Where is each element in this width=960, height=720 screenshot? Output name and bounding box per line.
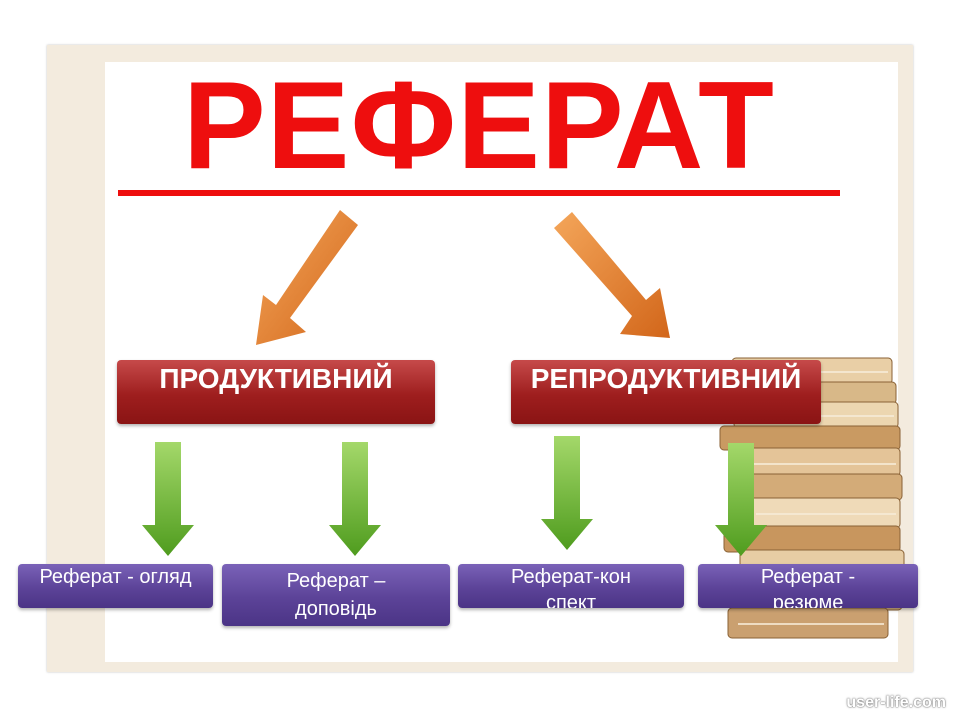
title-underline [118, 190, 840, 196]
subtype-summary: Реферат - резюме [698, 564, 918, 608]
category-label: ПРОДУКТИВНИЙ [159, 363, 393, 394]
subtype-label: Реферат - огляд [39, 566, 192, 588]
arrow-down-3-icon [541, 436, 593, 550]
subtype-synopsis: Реферат-конспект [458, 564, 684, 608]
arrow-down-2-icon [329, 442, 381, 556]
arrow-left-icon [256, 210, 358, 345]
category-label: РЕПРОДУКТИВНИЙ [530, 363, 802, 394]
category-productive: ПРОДУКТИВНИЙ [117, 360, 435, 424]
arrow-down-1-icon [142, 442, 194, 556]
subtype-label: Реферат - резюме [760, 566, 856, 608]
page-title: РЕФЕРАТ [183, 57, 775, 195]
subtype-label: Реферат-конспект [511, 566, 631, 608]
arrow-down-4-icon [715, 443, 767, 556]
category-reproductive: РЕПРОДУКТИВНИЙ [511, 360, 821, 424]
arrow-right-icon [554, 212, 670, 338]
subtype-report: Реферат – доповідь [222, 564, 450, 626]
subtype-label: Реферат – доповідь [286, 570, 386, 620]
subtype-overview: Реферат - огляд [18, 564, 213, 608]
watermark: user-life.com [846, 694, 946, 711]
